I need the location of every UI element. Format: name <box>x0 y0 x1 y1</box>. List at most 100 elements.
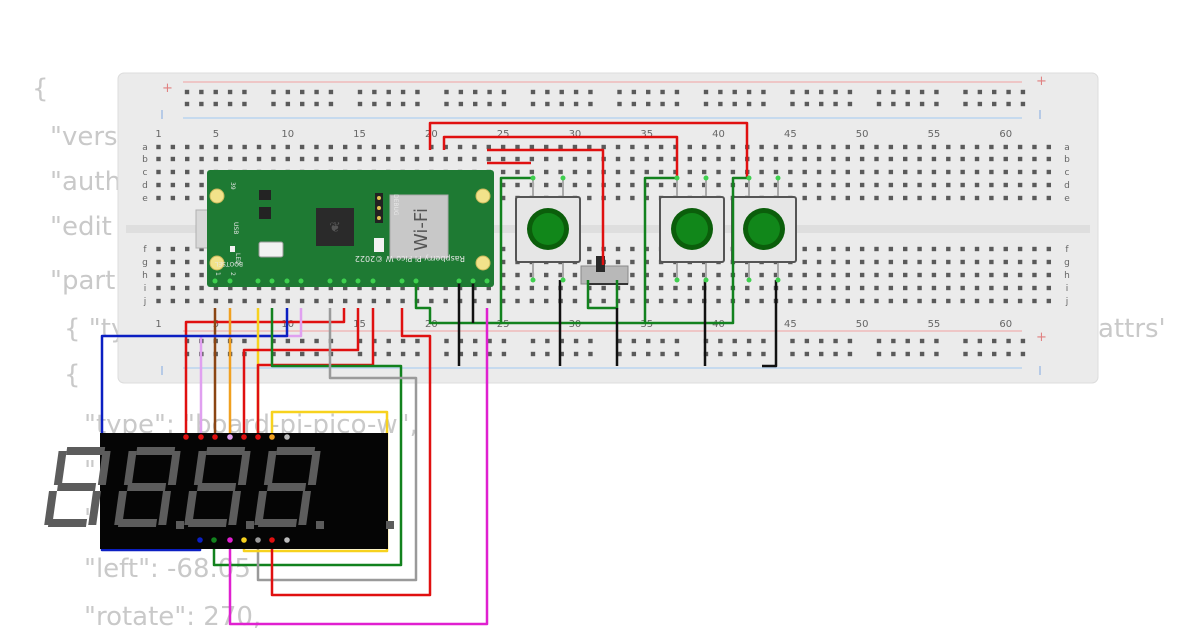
breadboard-hole[interactable] <box>615 156 621 162</box>
breadboard-hole[interactable] <box>156 156 161 162</box>
rail-hole[interactable] <box>357 89 363 95</box>
breadboard-hole[interactable] <box>429 298 434 304</box>
breadboard-hole[interactable] <box>974 144 980 150</box>
breadboard-hole[interactable] <box>989 195 994 201</box>
breadboard-hole[interactable] <box>644 272 649 278</box>
breadboard-hole[interactable] <box>730 156 736 162</box>
rail-hole[interactable] <box>718 338 723 344</box>
rail-hole[interactable] <box>891 101 896 107</box>
rail-hole[interactable] <box>573 351 579 357</box>
rail-hole[interactable] <box>199 89 204 95</box>
breadboard-hole[interactable] <box>989 156 994 162</box>
breadboard-hole[interactable] <box>601 285 606 291</box>
breadboard-hole[interactable] <box>185 156 190 162</box>
rail-hole[interactable] <box>573 89 579 95</box>
breadboard-hole[interactable] <box>658 169 664 175</box>
rail-hole[interactable] <box>790 101 795 107</box>
breadboard-hole[interactable] <box>644 169 649 175</box>
rail-hole[interactable] <box>992 101 997 107</box>
display-pin[interactable] <box>269 434 275 440</box>
breadboard-hole[interactable] <box>500 182 506 188</box>
breadboard-hole[interactable] <box>242 298 247 304</box>
rail-hole[interactable] <box>1020 338 1026 344</box>
rail-hole[interactable] <box>300 101 305 107</box>
breadboard-hole[interactable] <box>989 246 994 252</box>
rail-hole[interactable] <box>473 89 478 95</box>
breadboard-hole[interactable] <box>903 272 908 278</box>
rail-hole[interactable] <box>588 351 593 357</box>
breadboard-hole[interactable] <box>859 195 865 201</box>
breadboard-hole[interactable] <box>529 285 535 291</box>
breadboard-hole[interactable] <box>1046 246 1052 252</box>
breadboard-hole[interactable] <box>874 182 879 188</box>
breadboard-hole[interactable] <box>773 272 779 278</box>
rail-hole[interactable] <box>473 351 478 357</box>
breadboard-hole[interactable] <box>831 156 836 162</box>
breadboard-hole[interactable] <box>199 246 204 252</box>
breadboard-hole[interactable] <box>587 259 592 265</box>
rail-hole[interactable] <box>285 351 291 357</box>
breadboard-hole[interactable] <box>730 169 736 175</box>
breadboard-hole[interactable] <box>917 195 922 201</box>
breadboard-hole[interactable] <box>989 285 994 291</box>
breadboard-hole[interactable] <box>802 156 807 162</box>
wire-black[interactable] <box>762 280 778 368</box>
breadboard-hole[interactable] <box>644 182 649 188</box>
rail-hole[interactable] <box>847 89 853 95</box>
breadboard-hole[interactable] <box>716 169 721 175</box>
breadboard-hole[interactable] <box>802 182 807 188</box>
breadboard-hole[interactable] <box>156 144 161 150</box>
breadboard-hole[interactable] <box>874 195 879 201</box>
breadboard-hole[interactable] <box>802 169 807 175</box>
display-pin[interactable] <box>212 434 218 440</box>
breadboard-hole[interactable] <box>572 144 578 150</box>
rail-hole[interactable] <box>372 351 377 357</box>
breadboard-hole[interactable] <box>558 272 563 278</box>
breadboard-hole[interactable] <box>831 285 836 291</box>
breadboard-hole[interactable] <box>960 156 965 162</box>
rail-hole[interactable] <box>1006 89 1011 95</box>
breadboard-hole[interactable] <box>802 298 807 304</box>
rail-hole[interactable] <box>963 89 968 95</box>
rail-hole[interactable] <box>847 338 853 344</box>
rail-hole[interactable] <box>372 101 377 107</box>
rail-hole[interactable] <box>271 351 276 357</box>
breadboard-hole[interactable] <box>572 285 578 291</box>
rail-hole[interactable] <box>804 338 810 344</box>
rail-hole[interactable] <box>285 101 291 107</box>
breadboard-hole[interactable] <box>185 259 190 265</box>
breadboard-hole[interactable] <box>271 144 276 150</box>
rail-hole[interactable] <box>761 338 766 344</box>
breadboard-hole[interactable] <box>931 195 937 201</box>
breadboard-hole[interactable] <box>256 285 262 291</box>
pushbutton-2[interactable] <box>659 178 725 280</box>
breadboard-hole[interactable] <box>903 259 908 265</box>
breadboard-hole[interactable] <box>874 144 879 150</box>
breadboard-hole[interactable] <box>185 169 190 175</box>
rail-hole[interactable] <box>674 351 680 357</box>
breadboard-hole[interactable] <box>242 285 247 291</box>
breadboard-hole[interactable] <box>831 144 836 150</box>
rail-hole[interactable] <box>977 338 983 344</box>
breadboard-hole[interactable] <box>185 285 190 291</box>
breadboard-hole[interactable] <box>974 182 980 188</box>
breadboard-hole[interactable] <box>759 182 764 188</box>
breadboard-hole[interactable] <box>357 298 362 304</box>
breadboard-hole[interactable] <box>673 144 678 150</box>
breadboard-hole[interactable] <box>515 182 520 188</box>
breadboard-hole[interactable] <box>1032 169 1037 175</box>
breadboard-hole[interactable] <box>903 156 908 162</box>
breadboard-hole[interactable] <box>228 285 233 291</box>
breadboard-hole[interactable] <box>500 169 506 175</box>
breadboard-hole[interactable] <box>946 182 951 188</box>
rail-hole[interactable] <box>790 89 795 95</box>
breadboard-hole[interactable] <box>802 144 807 150</box>
breadboard-hole[interactable] <box>1046 272 1052 278</box>
breadboard-hole[interactable] <box>285 298 290 304</box>
rail-hole[interactable] <box>487 101 492 107</box>
breadboard-hole[interactable] <box>1017 285 1023 291</box>
rail-hole[interactable] <box>992 351 997 357</box>
wire-gray[interactable] <box>256 308 418 582</box>
breadboard-hole[interactable] <box>314 285 319 291</box>
rail-hole[interactable] <box>660 351 665 357</box>
